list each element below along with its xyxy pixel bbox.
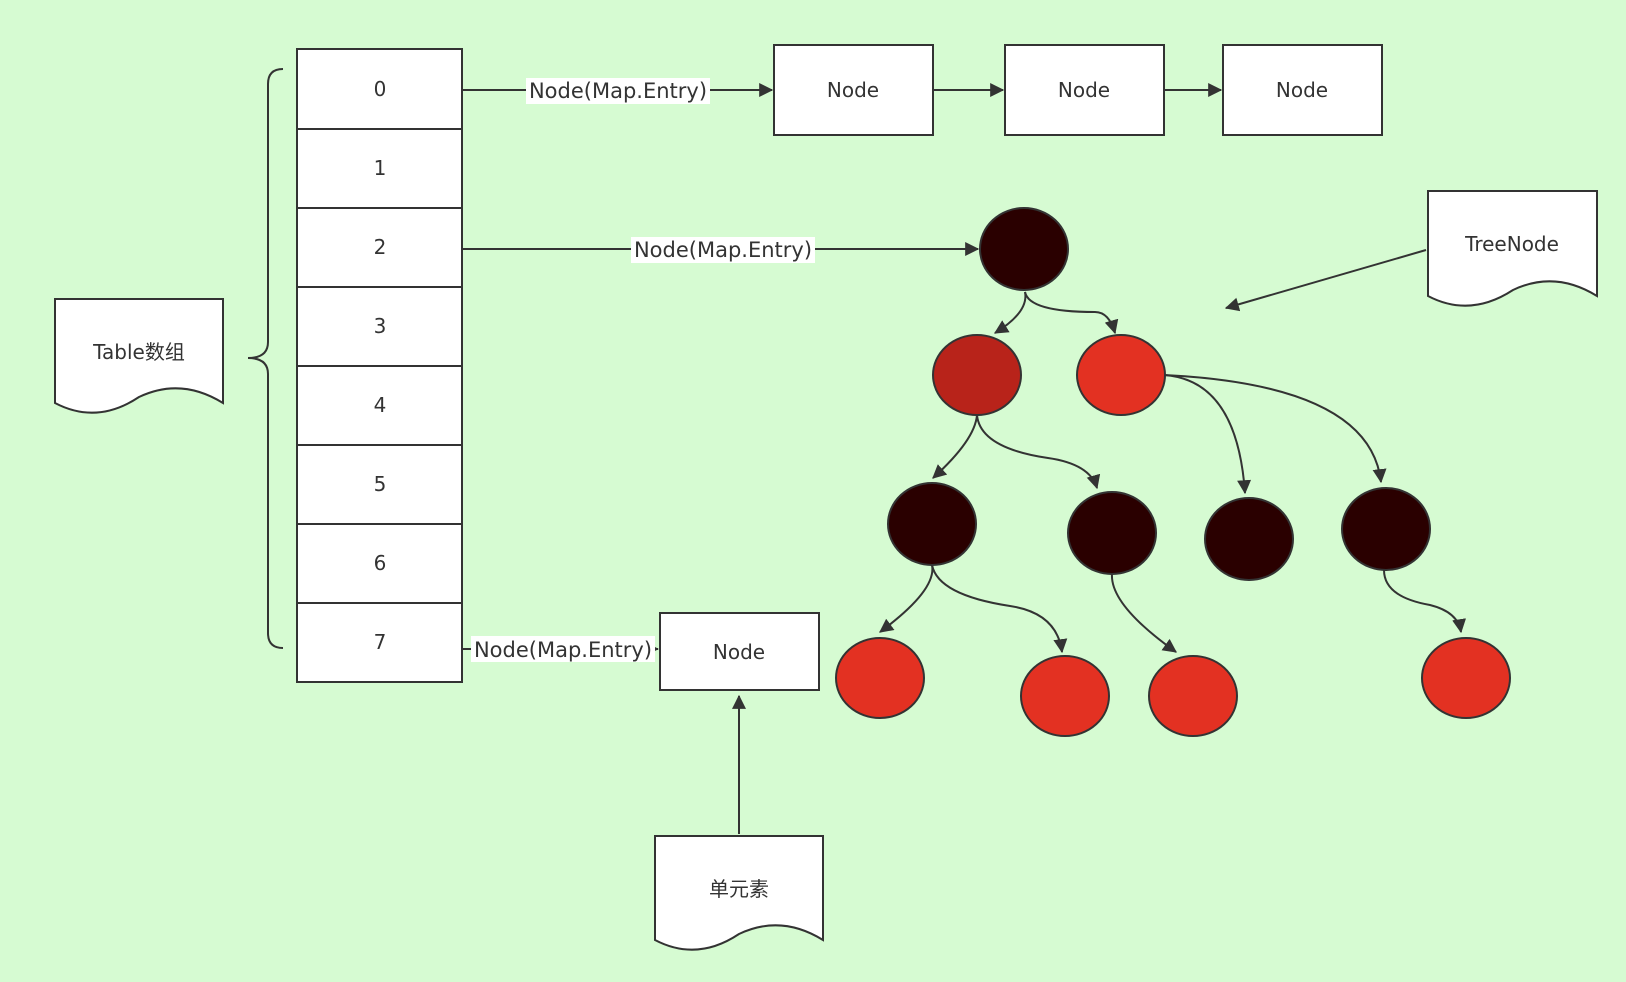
list-node-2-label: Node: [1058, 78, 1110, 102]
tree-edge-l2b-l3c: [1110, 573, 1177, 653]
tree-edge-l1a-l2b: [976, 414, 1101, 490]
bucket0-edge-label: Node(Map.Entry): [529, 79, 707, 103]
table-brace: [247, 68, 284, 649]
table-cell-label-3: 3: [374, 314, 387, 338]
tree-node-l2d: [1341, 487, 1431, 571]
table-cell-label-5: 5: [374, 472, 387, 496]
tree-node-l3c: [1148, 655, 1238, 737]
tree-edge-l2a-l3a: [879, 564, 934, 633]
tree-node-root: [979, 207, 1069, 291]
tree-node-l2a: [887, 482, 977, 566]
tree-edge-l2d-l3d: [1383, 569, 1467, 634]
single-node: [659, 612, 820, 691]
treenode-pointer-arrow: [1224, 249, 1427, 312]
table-cell-label-2: 2: [374, 235, 387, 259]
list-node-1-label: Node: [827, 78, 879, 102]
table-cell-3: [296, 286, 463, 367]
table-cell-label-1: 1: [374, 156, 387, 180]
tree-node-l3d: [1421, 637, 1511, 719]
tree-edges: [879, 291, 1467, 654]
red-black-tree: [835, 207, 1511, 737]
single-element-doc-label: 单元素: [709, 877, 769, 901]
tree-node-l2c: [1204, 497, 1294, 581]
tree-edge-l2a-l3b: [931, 564, 1068, 654]
tree-node-l1b: [1076, 334, 1166, 416]
table-array-doc-label: Table数组: [92, 340, 185, 364]
table-cell-7: [296, 602, 463, 683]
treenode-doc-label: TreeNode: [1464, 232, 1559, 256]
table-cell-label-6: 6: [374, 551, 387, 575]
tree-edge-root-l1a: [994, 291, 1027, 334]
list-node-2: [1004, 44, 1165, 136]
table-cell-1: [296, 128, 463, 209]
tree-node-l3b: [1020, 655, 1110, 737]
list-node-3: [1222, 44, 1383, 136]
bucket7-edge-label: Node(Map.Entry): [474, 638, 652, 662]
table-array: 0 1 2 3 4 5 6 7: [296, 48, 463, 683]
tree-node-l3a: [835, 637, 925, 719]
tree-node-l2b: [1067, 491, 1157, 575]
single-element-doc-shape: 单元素: [654, 835, 824, 951]
list-node-1: [773, 44, 934, 136]
single-node-label: Node: [713, 640, 765, 664]
table-cell-0: [296, 48, 463, 130]
bucket2-edge-label: Node(Map.Entry): [634, 238, 812, 262]
tree-edge-l1b-l2d: [1163, 374, 1387, 484]
treenode-doc-shape: TreeNode: [1427, 190, 1598, 307]
table-array-doc-shape: Table数组: [54, 298, 224, 414]
table-cell-2: [296, 207, 463, 288]
table-cell-label-7: 7: [374, 630, 387, 654]
table-cell-label-4: 4: [374, 393, 387, 417]
table-cell-5: [296, 444, 463, 525]
tree-edge-root-l1b: [1024, 291, 1119, 335]
tree-edge-l1b-l2c: [1163, 374, 1252, 495]
list-node-3-label: Node: [1276, 78, 1328, 102]
tree-node-l1a: [932, 334, 1022, 416]
table-cell-label-0: 0: [374, 77, 387, 101]
tree-edge-l1a-l2a: [932, 414, 978, 479]
